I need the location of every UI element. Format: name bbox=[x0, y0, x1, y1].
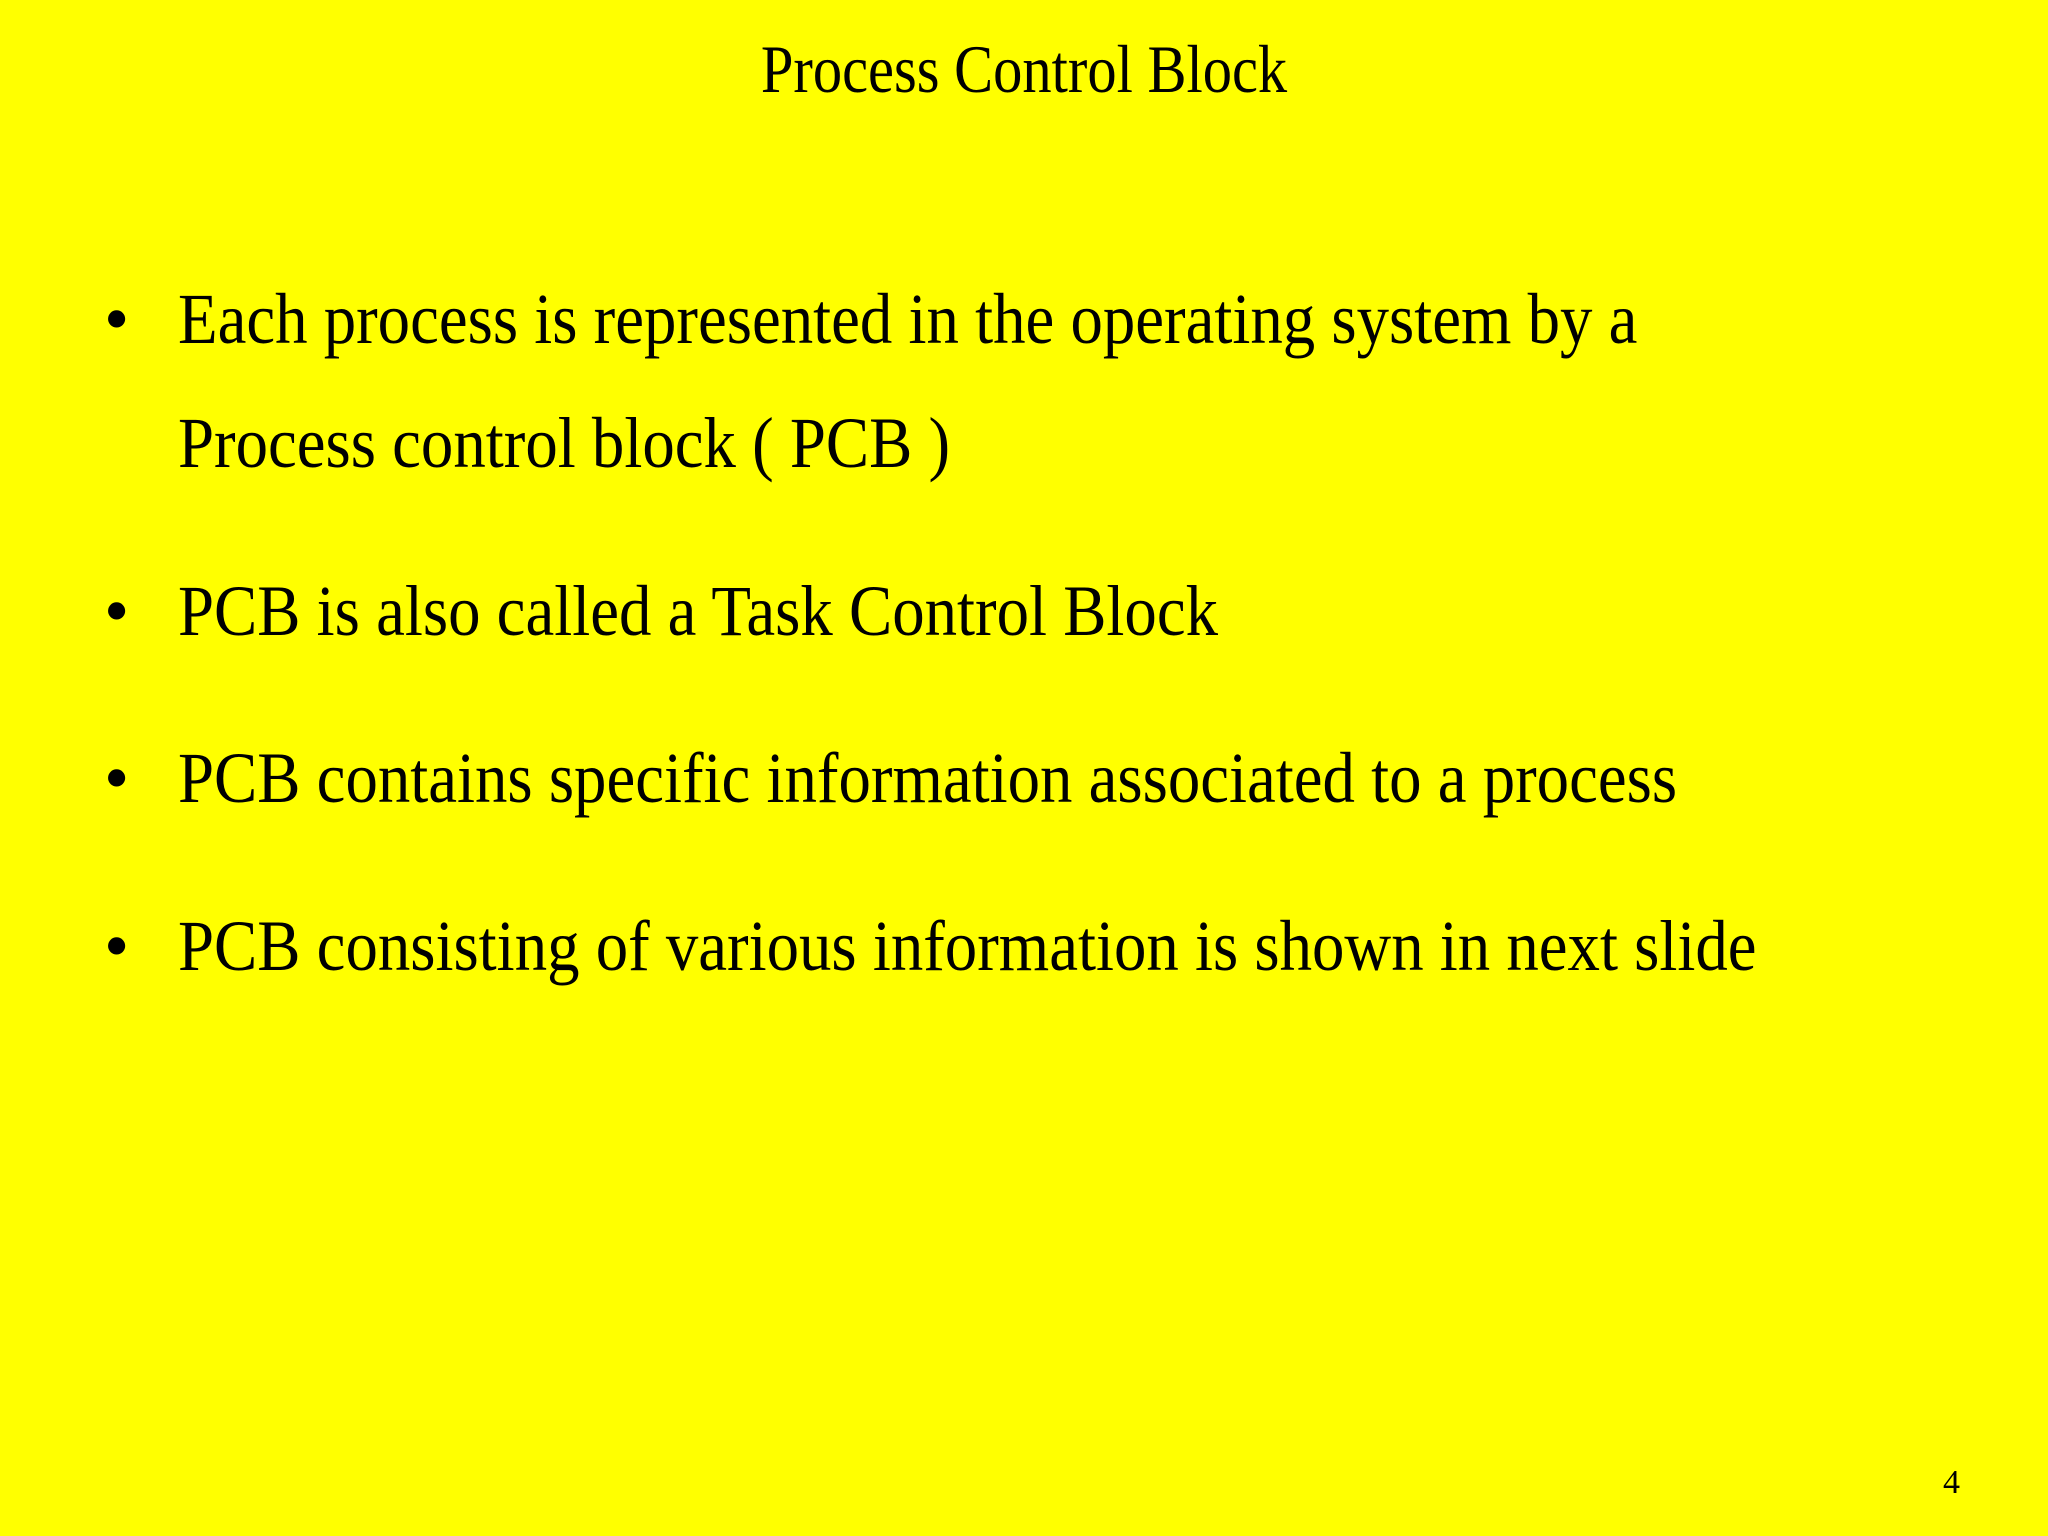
bullet-text: PCB consisting of various information is… bbox=[178, 906, 1757, 987]
bullet-point-icon: • bbox=[104, 570, 130, 651]
bullet-point-icon: • bbox=[104, 738, 130, 819]
slide-page-number: 4 bbox=[1943, 1464, 1960, 1501]
slide-body-content: • Each process is represented in the ope… bbox=[96, 258, 1996, 1053]
bullet-text: PCB is also called a Task Control Block bbox=[178, 570, 1219, 651]
bullet-text: Each process is represented in the opera… bbox=[178, 279, 1638, 483]
list-item: • PCB consisting of various information … bbox=[96, 885, 1996, 1009]
list-item: • Each process is represented in the ope… bbox=[96, 258, 1996, 506]
list-item: • PCB is also called a Task Control Bloc… bbox=[96, 550, 1996, 674]
bullet-text: PCB contains specific information associ… bbox=[178, 738, 1678, 819]
bullet-point-icon: • bbox=[104, 906, 130, 987]
list-item: • PCB contains specific information asso… bbox=[96, 717, 1996, 841]
bullet-point-icon: • bbox=[104, 279, 130, 359]
page-title: Process Control Block bbox=[760, 31, 1288, 107]
